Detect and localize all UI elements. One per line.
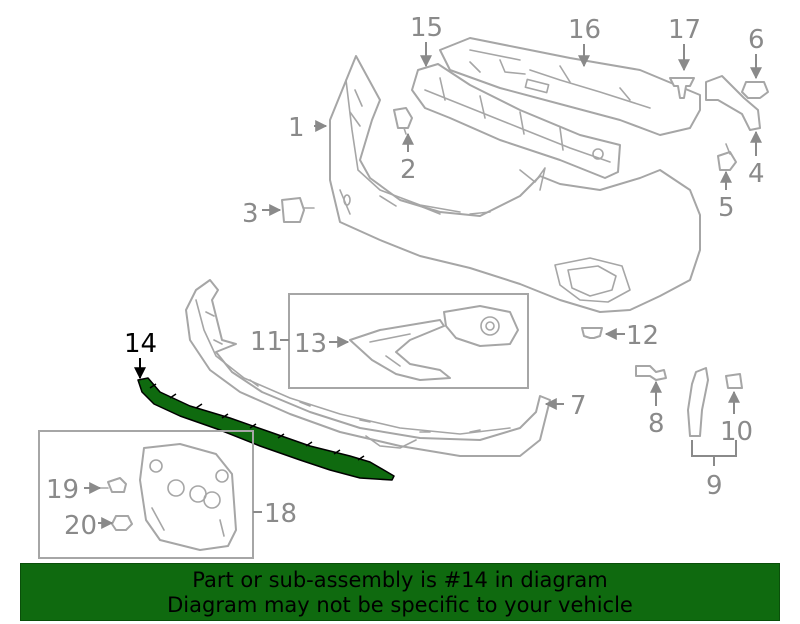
part-18-plate-bracket: [139, 443, 237, 551]
part-18-box: [38, 430, 254, 559]
part-9-bracket: [687, 367, 709, 437]
callout-5: 5: [718, 193, 735, 223]
callout-4: 4: [748, 159, 765, 189]
part-17-clip: [669, 77, 695, 99]
callout-11: 11: [250, 327, 283, 357]
callout-7: 7: [570, 391, 587, 421]
part-4-bracket: [705, 75, 761, 131]
callout-18: 18: [264, 499, 297, 529]
part-2-bolt: [393, 107, 413, 135]
part-16-upper-cover: [439, 37, 701, 136]
part-6-nut: [741, 81, 769, 99]
part-1-bumper-cover: [329, 55, 701, 313]
callout-12: 12: [626, 321, 659, 351]
callout-17: 17: [668, 15, 701, 45]
callout-2: 2: [400, 155, 417, 185]
part-20-nut: [111, 515, 133, 531]
info-banner: Part or sub-assembly is #14 in diagram D…: [20, 563, 780, 621]
part-3-retainer: [281, 197, 315, 223]
part-15-absorber: [411, 63, 621, 179]
part-12-clip: [581, 327, 603, 339]
leader-lines: [84, 42, 762, 529]
part-5-bolt: [717, 143, 737, 171]
part-8-screw: [635, 365, 667, 381]
callout-20: 20: [64, 511, 97, 541]
callout-1: 1: [288, 113, 305, 143]
callout-13: 13: [294, 329, 327, 359]
banner-line-part: Part or sub-assembly is #14 in diagram: [192, 568, 608, 592]
callout-19: 19: [46, 475, 79, 505]
callout-9: 9: [706, 471, 723, 501]
part-10-bracket: [725, 373, 743, 389]
part-7-lower-cover: [185, 279, 551, 457]
callout-14: 14: [124, 329, 157, 359]
part-19-screw: [99, 477, 127, 493]
callout-15: 15: [410, 13, 443, 43]
callout-8: 8: [648, 409, 665, 439]
callout-16: 16: [568, 15, 601, 45]
callout-6: 6: [748, 25, 765, 55]
callout-3: 3: [242, 199, 259, 229]
callout-10: 10: [720, 417, 753, 447]
banner-line-disclaimer: Diagram may not be specific to your vehi…: [167, 593, 633, 617]
part-13-bezel-trim: [349, 319, 451, 381]
part-14-deflector: [137, 377, 395, 481]
part-11-fog-bezel: [443, 305, 519, 347]
